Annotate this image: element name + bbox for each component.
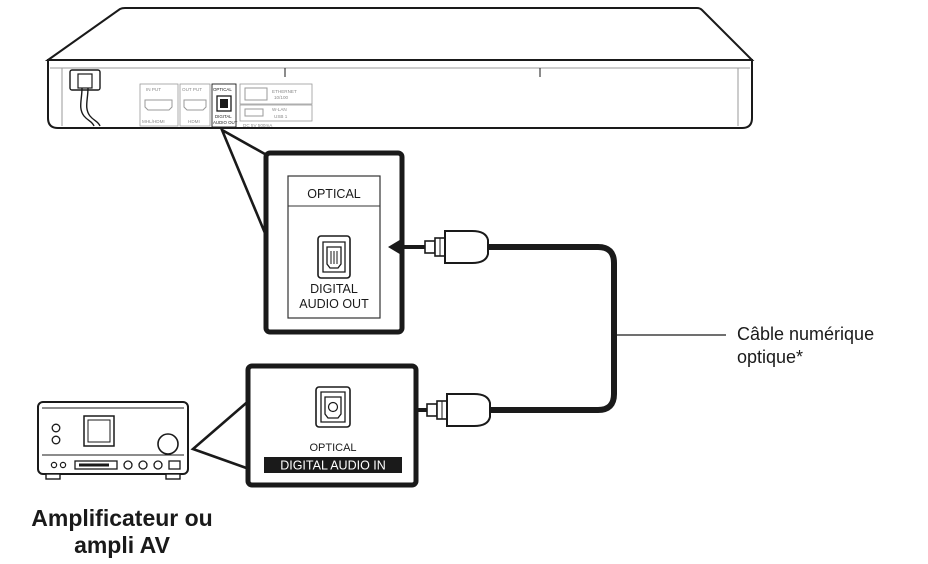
optical-cable: Câble numérique optique* xyxy=(370,230,874,427)
player-back-panel xyxy=(47,59,753,129)
amplifier-led-bottom xyxy=(51,435,61,445)
cable-plug-top xyxy=(388,230,489,264)
input-box xyxy=(139,83,179,127)
cable-line xyxy=(486,244,617,413)
usb-label: USB 1 xyxy=(274,114,288,119)
zoom-out-line2: AUDIO OUT xyxy=(299,297,369,311)
zoom-optical-in: OPTICAL DIGITAL AUDIO IN xyxy=(190,363,419,488)
input-label: IN PUT xyxy=(146,87,161,92)
power-cable xyxy=(80,87,101,127)
optical-box xyxy=(211,83,237,128)
amplifier-jack-2 xyxy=(59,461,67,469)
callout-wedge-in xyxy=(190,397,253,472)
zoom-out-line1: DIGITAL xyxy=(310,282,358,296)
power-cord xyxy=(69,69,101,127)
amplifier-led-top xyxy=(51,423,61,433)
zoom-optical-out: OPTICAL DIGITAL AUDIO OUT xyxy=(219,127,405,335)
rear-connector-panel: IN PUT MHL/HDMI OUT PUT HDMI OPTICAL DIG… xyxy=(139,83,313,128)
output-port-label: HDMI xyxy=(188,119,200,124)
output-hdmi-port xyxy=(183,99,207,111)
callout-wedge-out xyxy=(219,127,274,251)
amplifier-foot-right xyxy=(165,473,181,480)
amplifier-display-inner xyxy=(87,419,111,443)
ethernet-port xyxy=(244,87,268,101)
optical-port-label-2: AUDIO OUT xyxy=(213,120,238,125)
usb-port xyxy=(244,108,264,117)
player: IN PUT MHL/HDMI OUT PUT HDMI OPTICAL DIG… xyxy=(44,7,755,129)
cable-label-line2: optique* xyxy=(737,347,803,367)
zoom-in-label: DIGITAL AUDIO IN xyxy=(280,459,386,473)
optical-out-port-icon xyxy=(317,235,351,279)
amplifier-label-line2: ampli AV xyxy=(74,532,171,558)
amplifier-button-3 xyxy=(153,460,163,470)
input-port-label: MHL/HDMI xyxy=(142,119,165,124)
amplifier-foot-left xyxy=(45,473,61,480)
cable-label-line1: Câble numérique xyxy=(737,324,874,344)
amplifier-button-1 xyxy=(123,460,133,470)
power-plug xyxy=(77,73,93,89)
optical-port-label-1: DIGITAL xyxy=(215,114,232,119)
optical-label: OPTICAL xyxy=(213,87,232,92)
output-box xyxy=(179,83,211,127)
optical-port-small xyxy=(216,95,232,112)
power-socket xyxy=(69,69,101,91)
amplifier-slot-inner xyxy=(79,463,109,467)
amplifier-jack-1 xyxy=(50,461,58,469)
input-hdmi-port xyxy=(144,99,173,111)
zoom-in-label-bar xyxy=(264,457,402,473)
amplifier-switch xyxy=(168,460,181,470)
ethernet-label: ETHERNET xyxy=(272,89,297,94)
ethernet-speed: 10/100 xyxy=(274,95,288,100)
amplifier-label-line1: Amplificateur ou xyxy=(31,505,212,531)
optical-port-small-inner xyxy=(220,99,228,108)
arrow-into-output xyxy=(388,238,403,256)
zoom-in-title: OPTICAL xyxy=(309,442,356,454)
ethernet-box xyxy=(239,83,313,105)
optical-in-port-icon xyxy=(315,386,351,428)
wlan-label: W-LAN xyxy=(272,107,287,112)
volume-knob-icon xyxy=(157,433,179,455)
output-label: OUT PUT xyxy=(182,87,202,92)
amplifier-button-2 xyxy=(138,460,148,470)
amplifier: Amplificateur ou ampli AV xyxy=(31,401,213,558)
zoom-out-title: OPTICAL xyxy=(307,187,361,201)
power-rating-label: DC 5V 500mA xyxy=(243,123,273,128)
player-top-surface xyxy=(44,7,755,61)
usb-box xyxy=(239,104,313,122)
